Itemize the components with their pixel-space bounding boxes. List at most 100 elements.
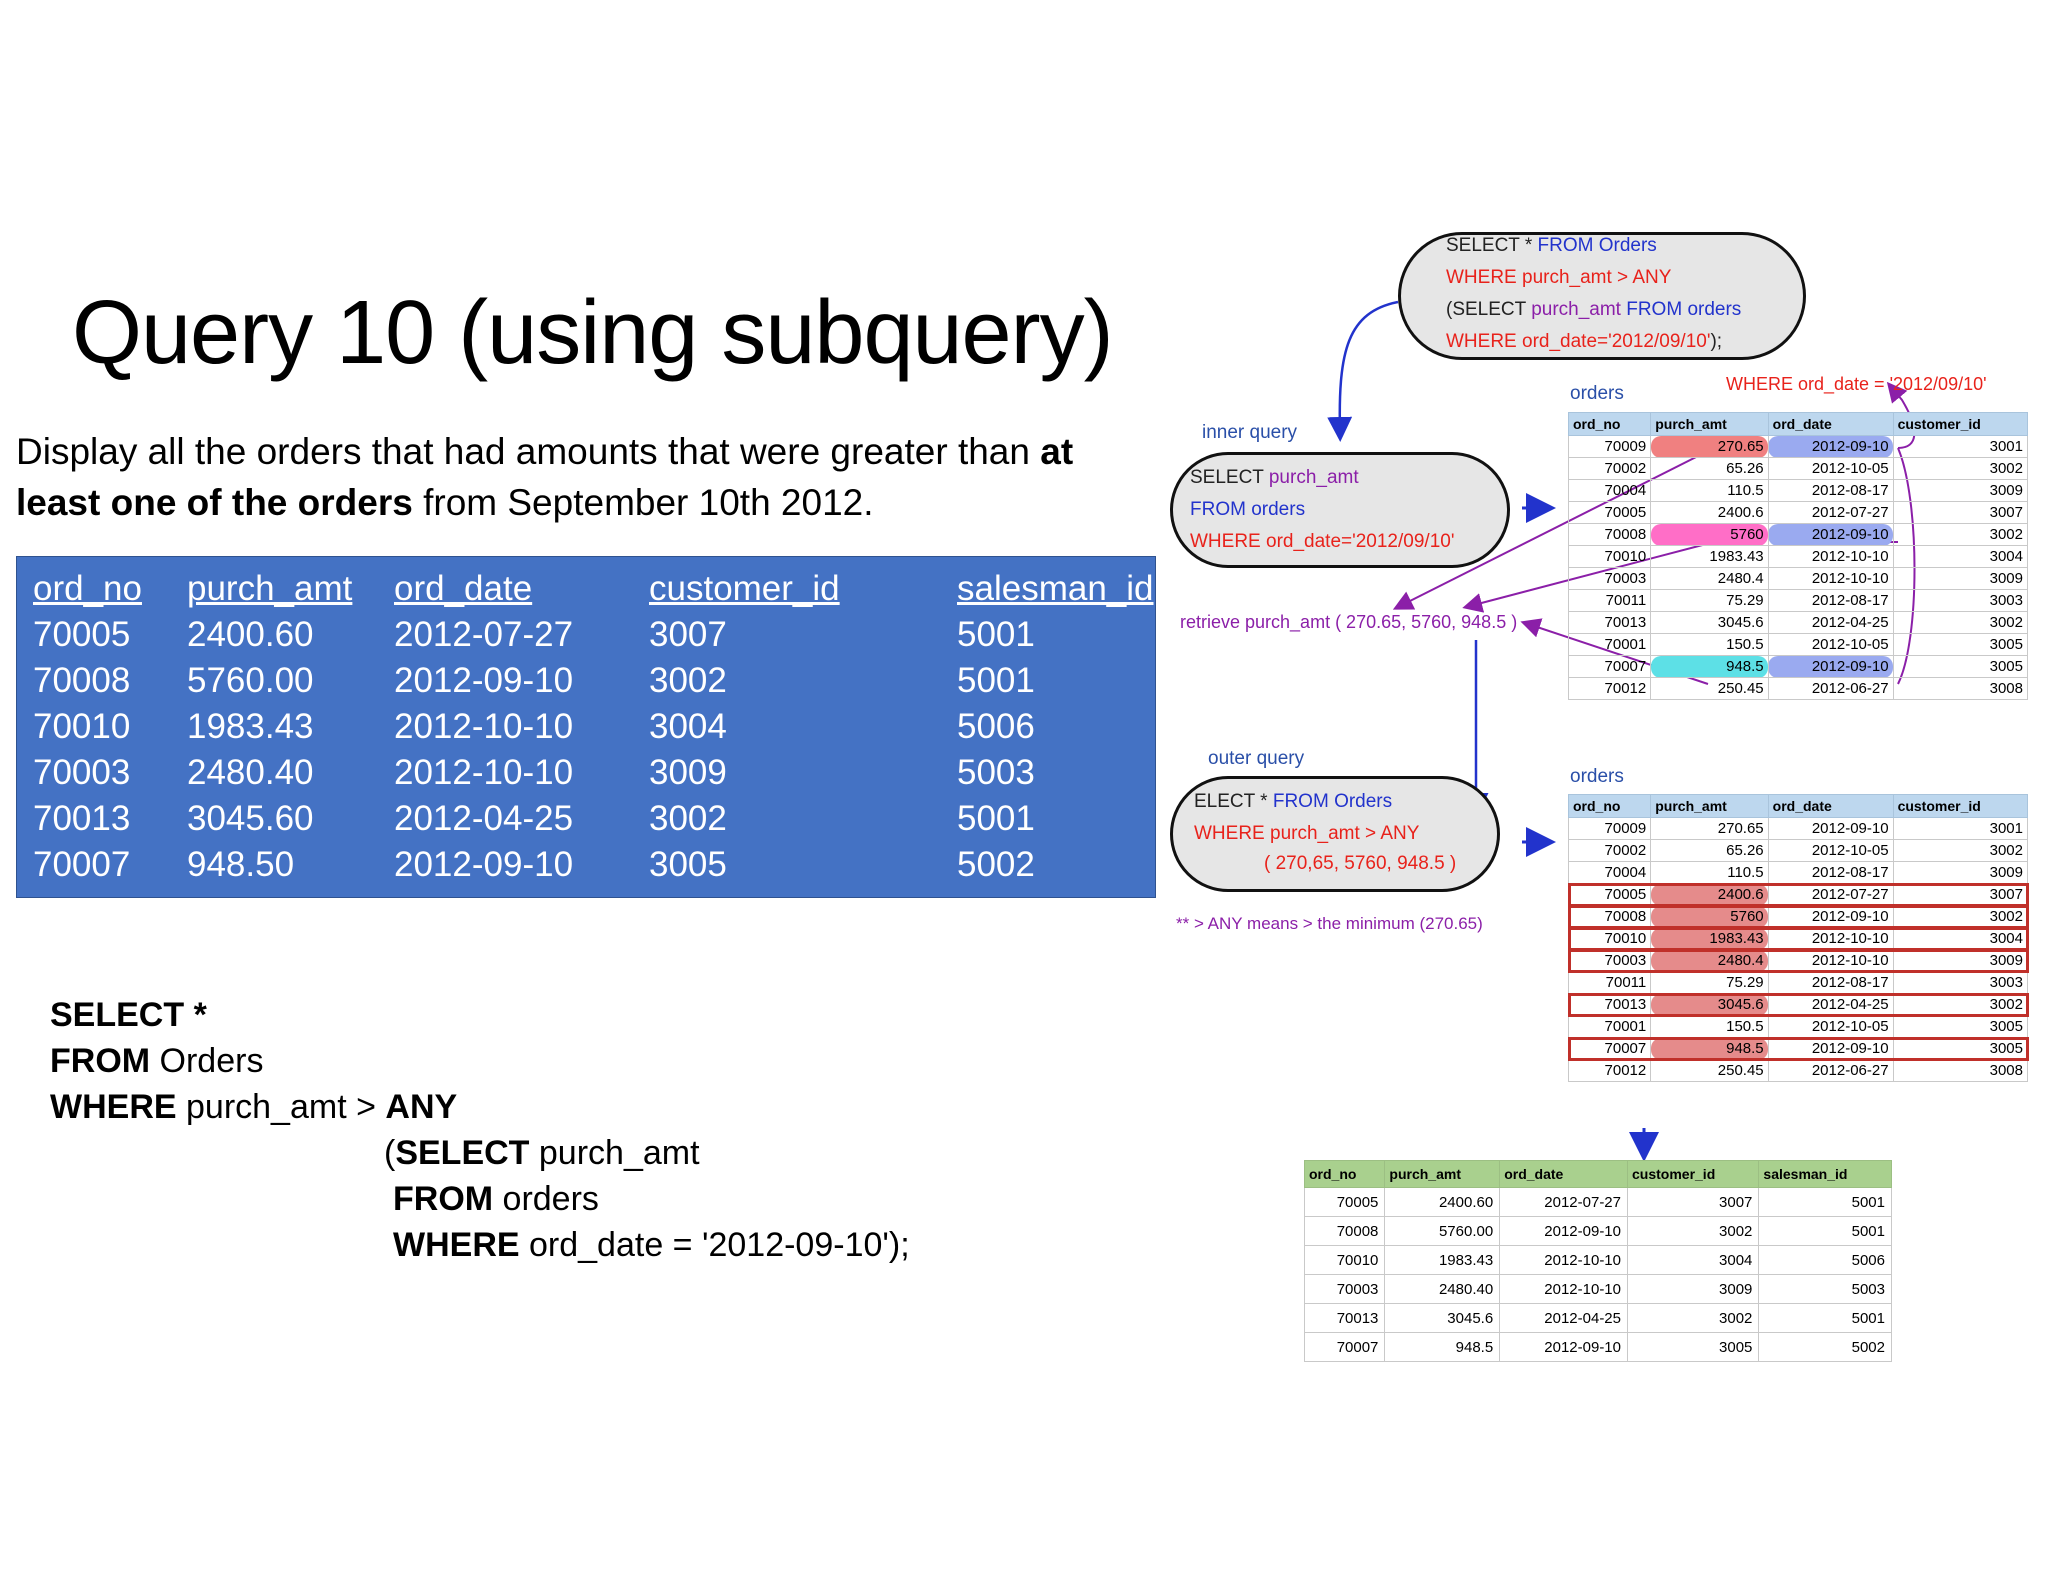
table-cell: 70007 xyxy=(1567,655,1652,678)
table-cell: 2012-10-10 xyxy=(1499,1245,1628,1275)
outer-query-label: outer query xyxy=(1208,748,1305,769)
sql-text: purch_amt > xyxy=(176,1088,386,1126)
table-cell: 2012-07-27 xyxy=(1767,883,1894,906)
table-cell: 2480.40 xyxy=(1384,1274,1501,1304)
table-cell: 2012-06-27 xyxy=(1767,677,1894,700)
cell-salesman-id: 5001 xyxy=(957,615,1035,654)
table-cell: 2400.6 xyxy=(1650,883,1769,906)
slide-description: Display all the orders that had amounts … xyxy=(16,426,1166,528)
table-cell: 70010 xyxy=(1303,1245,1386,1275)
cell-ord-no: 70005 xyxy=(33,615,131,654)
table-cell: 2012-04-25 xyxy=(1767,993,1894,1016)
table-cell: 2012-08-17 xyxy=(1767,589,1894,612)
table-cell: 3005 xyxy=(1892,655,2029,678)
table-cell: 110.5 xyxy=(1650,861,1769,884)
description-part2: from September 10th 2012. xyxy=(412,482,874,523)
sql-keyword: FROM xyxy=(50,1042,151,1080)
cell-salesman-id: 5003 xyxy=(957,753,1035,792)
cell-purch-amt: 1983.43 xyxy=(187,707,314,746)
table-cell: 3002 xyxy=(1892,993,2029,1016)
table-cell: 70011 xyxy=(1567,589,1652,612)
table-header-cell: purch_amt xyxy=(1650,794,1769,818)
table-cell: 3002 xyxy=(1892,457,2029,480)
table-header-cell: ord_date xyxy=(1767,794,1894,818)
table-cell: 2012-04-25 xyxy=(1767,611,1894,634)
table-cell: 3004 xyxy=(1892,545,2029,568)
table-cell: 3009 xyxy=(1892,861,2029,884)
table-cell: 3045.6 xyxy=(1650,993,1769,1016)
table-cell: 3002 xyxy=(1892,523,2029,546)
table-cell: 70007 xyxy=(1567,1037,1652,1060)
top-bubble-line-1: SELECT * FROM Orders xyxy=(1446,230,1657,262)
bubble-text: purch_amt xyxy=(1268,467,1359,488)
sql-keyword: WHERE xyxy=(393,1226,520,1264)
cell-purch-amt: 3045.60 xyxy=(187,799,314,838)
table-cell: 3002 xyxy=(1626,1303,1760,1333)
table-cell: 3005 xyxy=(1892,1015,2029,1038)
table-cell: 70008 xyxy=(1567,905,1652,928)
table-cell: 3005 xyxy=(1626,1332,1760,1362)
table-cell: 110.5 xyxy=(1650,479,1769,502)
table-cell: 3008 xyxy=(1892,677,2029,700)
table-header-cell: ord_no xyxy=(1567,412,1652,436)
table-cell: 3008 xyxy=(1892,1059,2029,1082)
col-header-customer-id: customer_id xyxy=(649,569,840,608)
table-cell: 2480.4 xyxy=(1650,567,1769,590)
bubble-text: WHERE ord_date='2012/09/10' xyxy=(1446,331,1711,352)
sql-keyword: WHERE xyxy=(50,1088,177,1126)
sql-keyword: ANY xyxy=(385,1088,458,1126)
inner-bubble-line-1: SELECT purch_amt xyxy=(1190,462,1359,494)
table-cell: 2012-09-10 xyxy=(1499,1332,1628,1362)
table-cell: 2012-07-27 xyxy=(1499,1187,1628,1217)
table-cell: 1983.43 xyxy=(1650,545,1769,568)
cell-purch-amt: 948.50 xyxy=(187,845,295,884)
sql-line-5: FROM orders xyxy=(393,1180,599,1219)
full-query-bubble xyxy=(1398,232,1806,360)
sql-text: ( xyxy=(384,1134,396,1172)
table-cell: 70011 xyxy=(1567,971,1652,994)
table-cell: 5760 xyxy=(1650,523,1769,546)
col-header-salesman-id: salesman_id xyxy=(957,569,1154,608)
bubble-text: SELECT xyxy=(1190,467,1269,488)
cell-ord-date: 2012-10-10 xyxy=(394,753,574,792)
table-cell: 948.5 xyxy=(1650,655,1769,678)
outer-bubble-line-3: ( 270,65, 5760, 948.5 ) xyxy=(1264,853,1457,874)
cell-customer-id: 3007 xyxy=(649,615,727,654)
cell-purch-amt: 5760.00 xyxy=(187,661,314,700)
table-cell: 70012 xyxy=(1567,1059,1652,1082)
sql-keyword: SELECT * xyxy=(50,996,207,1034)
table-cell: 3001 xyxy=(1892,817,2029,840)
table-cell: 150.5 xyxy=(1650,1015,1769,1038)
table-cell: 3004 xyxy=(1626,1245,1760,1275)
outer-bubble-line-2: WHERE purch_amt > ANY xyxy=(1194,823,1420,844)
table-cell: 2012-04-25 xyxy=(1499,1303,1628,1333)
outer-query-bubble xyxy=(1170,776,1500,892)
table-header-cell: ord_no xyxy=(1303,1160,1386,1188)
table-header-cell: purch_amt xyxy=(1384,1160,1501,1188)
table-cell: 70009 xyxy=(1567,435,1652,458)
table-cell: 3005 xyxy=(1892,633,2029,656)
top-bubble-line-2: WHERE purch_amt > ANY xyxy=(1446,267,1672,288)
table-cell: 3009 xyxy=(1626,1274,1760,1304)
sql-line-6: WHERE ord_date = '2012-09-10'); xyxy=(393,1226,910,1265)
table-cell: 3009 xyxy=(1892,567,2029,590)
table-header-cell: customer_id xyxy=(1626,1160,1760,1188)
any-note: ** > ANY means > the minimum (270.65) xyxy=(1176,914,1483,933)
